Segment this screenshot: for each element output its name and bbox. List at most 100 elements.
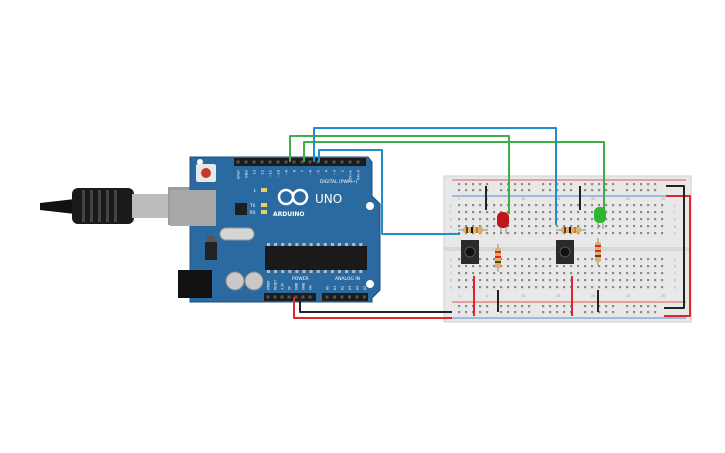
terminal-hole[interactable] bbox=[556, 225, 559, 228]
terminal-hole[interactable] bbox=[486, 232, 489, 235]
terminal-hole[interactable] bbox=[521, 218, 524, 221]
rail-hole[interactable] bbox=[521, 305, 524, 308]
terminal-hole[interactable] bbox=[619, 204, 622, 207]
digital-pin-hole[interactable] bbox=[252, 160, 256, 164]
rail-hole[interactable] bbox=[514, 183, 517, 186]
terminal-hole[interactable] bbox=[612, 232, 615, 235]
terminal-hole[interactable] bbox=[577, 225, 580, 228]
rail-hole[interactable] bbox=[598, 183, 601, 186]
rail-hole[interactable] bbox=[528, 183, 531, 186]
wire-green-led-red[interactable] bbox=[289, 135, 510, 214]
terminal-hole[interactable] bbox=[577, 258, 580, 261]
terminal-hole[interactable] bbox=[493, 232, 496, 235]
terminal-hole[interactable] bbox=[661, 286, 664, 289]
rail-hole[interactable] bbox=[612, 183, 615, 186]
terminal-hole[interactable] bbox=[619, 258, 622, 261]
analog-pin-hole[interactable] bbox=[348, 295, 351, 299]
rail-hole[interactable] bbox=[528, 189, 531, 192]
rail-hole[interactable] bbox=[605, 311, 608, 314]
terminal-hole[interactable] bbox=[591, 218, 594, 221]
terminal-hole[interactable] bbox=[563, 211, 566, 214]
terminal-hole[interactable] bbox=[626, 258, 629, 261]
terminal-hole[interactable] bbox=[486, 211, 489, 214]
rail-hole[interactable] bbox=[549, 305, 552, 308]
terminal-hole[interactable] bbox=[493, 225, 496, 228]
terminal-hole[interactable] bbox=[605, 286, 608, 289]
rail-hole[interactable] bbox=[479, 189, 482, 192]
terminal-hole[interactable] bbox=[472, 225, 475, 228]
terminal-hole[interactable] bbox=[598, 204, 601, 207]
terminal-hole[interactable] bbox=[493, 272, 496, 275]
terminal-hole[interactable] bbox=[612, 265, 615, 268]
terminal-hole[interactable] bbox=[647, 286, 650, 289]
terminal-hole[interactable] bbox=[605, 258, 608, 261]
terminal-hole[interactable] bbox=[612, 218, 615, 221]
terminal-hole[interactable] bbox=[563, 272, 566, 275]
terminal-hole[interactable] bbox=[647, 272, 650, 275]
terminal-hole[interactable] bbox=[619, 279, 622, 282]
rail-hole[interactable] bbox=[591, 183, 594, 186]
terminal-hole[interactable] bbox=[563, 232, 566, 235]
digital-pin-hole[interactable] bbox=[324, 160, 328, 164]
terminal-hole[interactable] bbox=[542, 211, 545, 214]
terminal-hole[interactable] bbox=[598, 225, 601, 228]
rail-hole[interactable] bbox=[549, 311, 552, 314]
terminal-hole[interactable] bbox=[507, 286, 510, 289]
terminal-hole[interactable] bbox=[479, 204, 482, 207]
terminal-hole[interactable] bbox=[528, 265, 531, 268]
terminal-hole[interactable] bbox=[514, 265, 517, 268]
terminal-hole[interactable] bbox=[507, 279, 510, 282]
terminal-hole[interactable] bbox=[521, 232, 524, 235]
terminal-hole[interactable] bbox=[633, 279, 636, 282]
terminal-hole[interactable] bbox=[500, 279, 503, 282]
rail-hole[interactable] bbox=[570, 183, 573, 186]
rail-hole[interactable] bbox=[472, 189, 475, 192]
terminal-hole[interactable] bbox=[570, 272, 573, 275]
terminal-hole[interactable] bbox=[500, 272, 503, 275]
terminal-hole[interactable] bbox=[626, 204, 629, 207]
terminal-hole[interactable] bbox=[514, 218, 517, 221]
terminal-hole[interactable] bbox=[640, 211, 643, 214]
terminal-hole[interactable] bbox=[493, 265, 496, 268]
analog-pin-hole[interactable] bbox=[363, 295, 366, 299]
digital-pin-hole[interactable] bbox=[356, 160, 360, 164]
terminal-hole[interactable] bbox=[465, 204, 468, 207]
terminal-hole[interactable] bbox=[577, 211, 580, 214]
terminal-hole[interactable] bbox=[528, 279, 531, 282]
terminal-hole[interactable] bbox=[556, 286, 559, 289]
terminal-hole[interactable] bbox=[577, 265, 580, 268]
terminal-hole[interactable] bbox=[472, 211, 475, 214]
rail-hole[interactable] bbox=[479, 183, 482, 186]
digital-pin-hole[interactable] bbox=[284, 160, 288, 164]
terminal-hole[interactable] bbox=[479, 211, 482, 214]
rail-hole[interactable] bbox=[514, 311, 517, 314]
rail-hole[interactable] bbox=[591, 305, 594, 308]
rail-hole[interactable] bbox=[640, 305, 643, 308]
terminal-hole[interactable] bbox=[472, 204, 475, 207]
terminal-hole[interactable] bbox=[661, 218, 664, 221]
terminal-hole[interactable] bbox=[521, 258, 524, 261]
terminal-hole[interactable] bbox=[619, 218, 622, 221]
terminal-hole[interactable] bbox=[542, 286, 545, 289]
terminal-hole[interactable] bbox=[514, 258, 517, 261]
terminal-hole[interactable] bbox=[514, 204, 517, 207]
terminal-hole[interactable] bbox=[626, 211, 629, 214]
terminal-hole[interactable] bbox=[654, 265, 657, 268]
terminal-hole[interactable] bbox=[507, 272, 510, 275]
terminal-hole[interactable] bbox=[570, 218, 573, 221]
terminal-hole[interactable] bbox=[507, 225, 510, 228]
terminal-hole[interactable] bbox=[605, 211, 608, 214]
terminal-hole[interactable] bbox=[514, 232, 517, 235]
terminal-hole[interactable] bbox=[633, 286, 636, 289]
terminal-hole[interactable] bbox=[549, 279, 552, 282]
rail-hole[interactable] bbox=[458, 311, 461, 314]
terminal-hole[interactable] bbox=[486, 218, 489, 221]
terminal-hole[interactable] bbox=[486, 258, 489, 261]
rail-hole[interactable] bbox=[465, 183, 468, 186]
terminal-hole[interactable] bbox=[458, 225, 461, 228]
terminal-hole[interactable] bbox=[612, 279, 615, 282]
terminal-hole[interactable] bbox=[654, 204, 657, 207]
terminal-hole[interactable] bbox=[535, 265, 538, 268]
terminal-hole[interactable] bbox=[556, 204, 559, 207]
terminal-hole[interactable] bbox=[570, 211, 573, 214]
